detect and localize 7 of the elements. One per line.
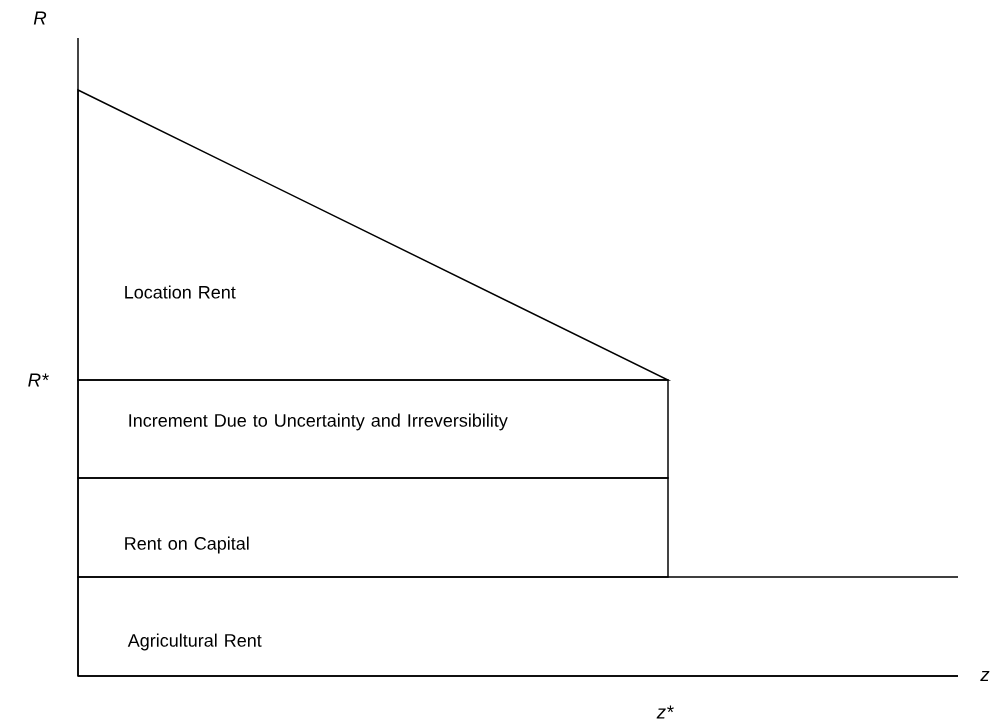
band: Increment Due to Uncertainty and Irreversibility: [77, 379, 669, 479]
axis-label: R*: [28, 373, 49, 387]
axis-label: z*: [656, 705, 674, 719]
axis-label: z: [980, 671, 990, 681]
band: Rent on Capital: [77, 477, 669, 578]
axis-label: R: [33, 11, 47, 25]
band: Agricultural Rent: [77, 576, 959, 677]
